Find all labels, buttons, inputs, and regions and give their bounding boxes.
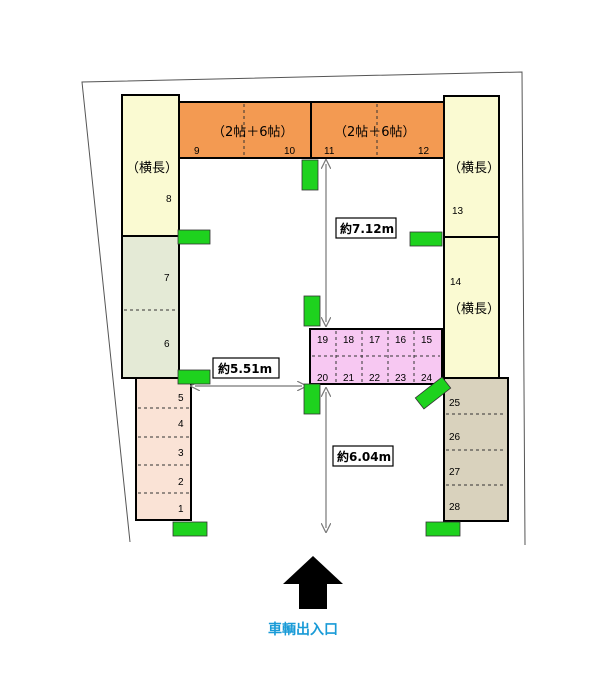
space-25: 25 <box>449 398 461 409</box>
unit-1-5 <box>135 377 192 521</box>
space-19: 19 <box>317 335 329 346</box>
marker <box>409 231 443 247</box>
measure-6-04: 約6.04m <box>337 449 391 464</box>
dimension-lines: 約7.12m 約5.51m 約6.04m <box>195 164 397 528</box>
space-5: 5 <box>178 393 184 404</box>
entrance-label: 車輌出入口 <box>268 621 338 638</box>
space-3: 3 <box>178 448 184 459</box>
yokonaga-left: （横長） <box>126 161 178 176</box>
marker <box>425 521 461 537</box>
space-23: 23 <box>395 373 407 384</box>
unit-left-label: （2帖＋6帖） <box>212 125 294 140</box>
unit-right-label: （2帖＋6帖） <box>334 125 416 140</box>
space-13: 13 <box>452 206 464 217</box>
marker <box>414 376 452 410</box>
space-20: 20 <box>317 373 329 384</box>
entrance: 車輌出入口 <box>268 556 343 638</box>
unit-8 <box>121 94 180 238</box>
site-boundary <box>81 71 526 546</box>
space-22: 22 <box>369 373 381 384</box>
measure-5-51: 約5.51m <box>218 361 272 376</box>
marker <box>303 383 321 415</box>
space-21: 21 <box>343 373 355 384</box>
space-17: 17 <box>369 335 381 346</box>
unit-6-7 <box>121 235 180 379</box>
space-16: 16 <box>395 335 407 346</box>
center-block: 19 18 17 16 15 20 21 22 23 24 <box>309 328 443 385</box>
green-markers <box>172 159 461 537</box>
left-column: （横長） 8 7 6 5 4 3 2 1 <box>121 94 192 521</box>
space-10: 10 <box>284 146 296 157</box>
space-24: 24 <box>421 373 433 384</box>
unit-13 <box>443 95 500 239</box>
space-12: 12 <box>418 146 430 157</box>
yokonaga-right-bottom: （横長） <box>448 302 500 317</box>
space-14: 14 <box>450 277 462 288</box>
space-26: 26 <box>449 432 461 443</box>
space-15: 15 <box>421 335 433 346</box>
yokonaga-right-top: （横長） <box>448 161 500 176</box>
marker <box>303 295 321 327</box>
space-18: 18 <box>343 335 355 346</box>
space-4: 4 <box>178 419 184 430</box>
marker <box>177 229 211 245</box>
space-8: 8 <box>166 194 172 205</box>
measure-7-12: 約7.12m <box>340 221 394 236</box>
unit-14 <box>443 236 500 380</box>
space-28: 28 <box>449 502 461 513</box>
space-7: 7 <box>164 273 170 284</box>
marker <box>301 159 319 191</box>
up-arrow-icon <box>283 556 343 609</box>
space-6: 6 <box>164 339 170 350</box>
space-11: 11 <box>324 146 335 157</box>
space-9: 9 <box>194 146 200 157</box>
space-1: 1 <box>178 504 184 515</box>
right-column: （横長） 13 14 （横長） 25 26 27 28 <box>443 95 509 522</box>
top-units: （2帖＋6帖） （2帖＋6帖） 9 10 11 12 <box>177 101 445 159</box>
marker <box>172 521 208 537</box>
space-2: 2 <box>178 477 184 488</box>
marker <box>177 369 211 385</box>
space-27: 27 <box>449 467 461 478</box>
